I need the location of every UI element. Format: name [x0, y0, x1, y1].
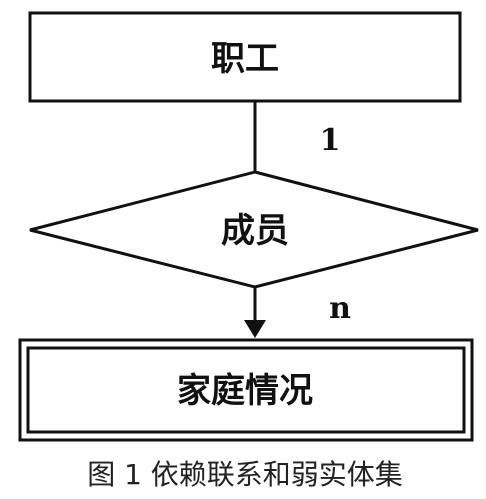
- entity-owner-box: [28, 11, 462, 103]
- arrowhead: [244, 320, 266, 338]
- figure-caption: 图 1 依赖联系和弱实体集: [87, 458, 403, 491]
- relationship-label: 成员: [221, 211, 289, 251]
- entity-owner-label: 职工: [211, 39, 279, 79]
- cardinality-owner: 1: [320, 123, 341, 158]
- entity-owner: 职工: [28, 11, 462, 103]
- entity-weak-inner-box: [26, 346, 466, 434]
- entity-weak: 家庭情况: [18, 338, 474, 442]
- relationship: 成员: [29, 170, 479, 289]
- entity-weak-label: 家庭情况: [177, 371, 313, 411]
- cardinality-weak: n: [329, 291, 351, 326]
